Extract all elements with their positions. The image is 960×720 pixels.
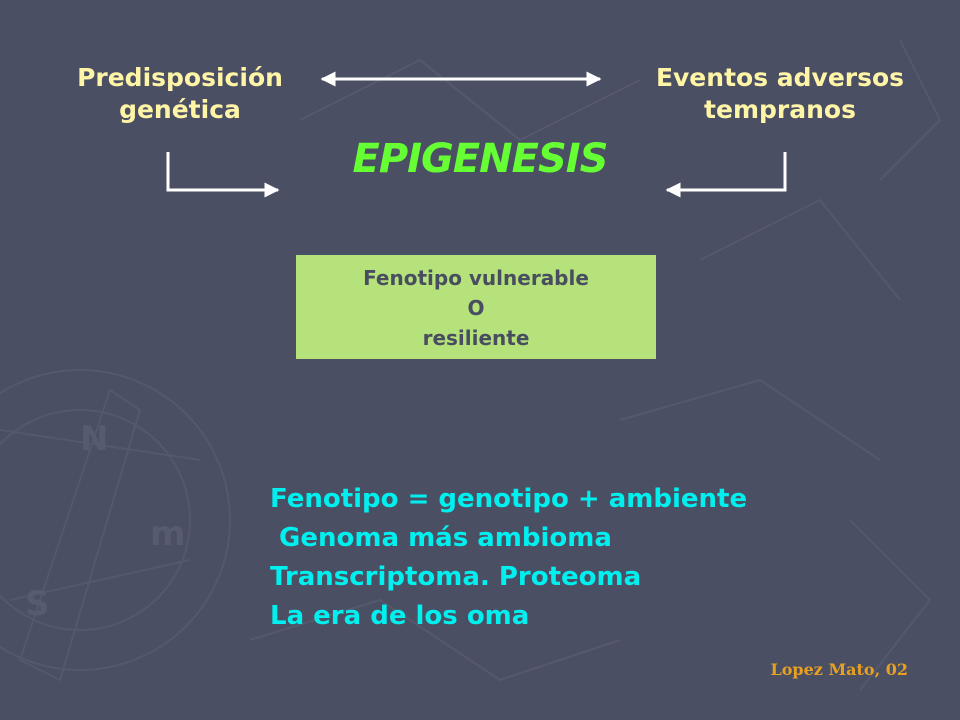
- epigenesis-title: EPIGENESIS: [352, 136, 609, 182]
- fenotipo-box-line-1: Fenotipo vulnerable: [363, 266, 589, 290]
- predisposicion-genetica-label: Predisposición genética: [60, 62, 300, 126]
- eventos-line-2: tempranos: [704, 95, 856, 124]
- credit-text: Lopez Mato, 02: [770, 660, 909, 679]
- predisposicion-line-2: genética: [119, 95, 241, 124]
- fenotipo-box-line-2: O: [467, 296, 485, 320]
- body-line-3: Transcriptoma. Proteoma: [270, 562, 642, 592]
- body-text-block: Fenotipo = genotipo + ambiente Genoma má…: [270, 480, 870, 636]
- eventos-adversos-label: Eventos adversos tempranos: [625, 62, 935, 126]
- predisposicion-line-1: Predisposición: [77, 63, 283, 92]
- body-line-1: Fenotipo = genotipo + ambiente: [270, 484, 748, 514]
- body-line-2: Genoma más ambioma: [270, 523, 612, 553]
- body-line-4: La era de los oma: [270, 601, 530, 631]
- eventos-line-1: Eventos adversos: [655, 63, 905, 92]
- left-elbow-arrow: [166, 152, 280, 198]
- right-elbow-arrow: [665, 152, 787, 198]
- fenotipo-box-line-3: resiliente: [422, 326, 530, 350]
- fenotipo-box: Fenotipo vulnerable O resiliente: [296, 255, 656, 359]
